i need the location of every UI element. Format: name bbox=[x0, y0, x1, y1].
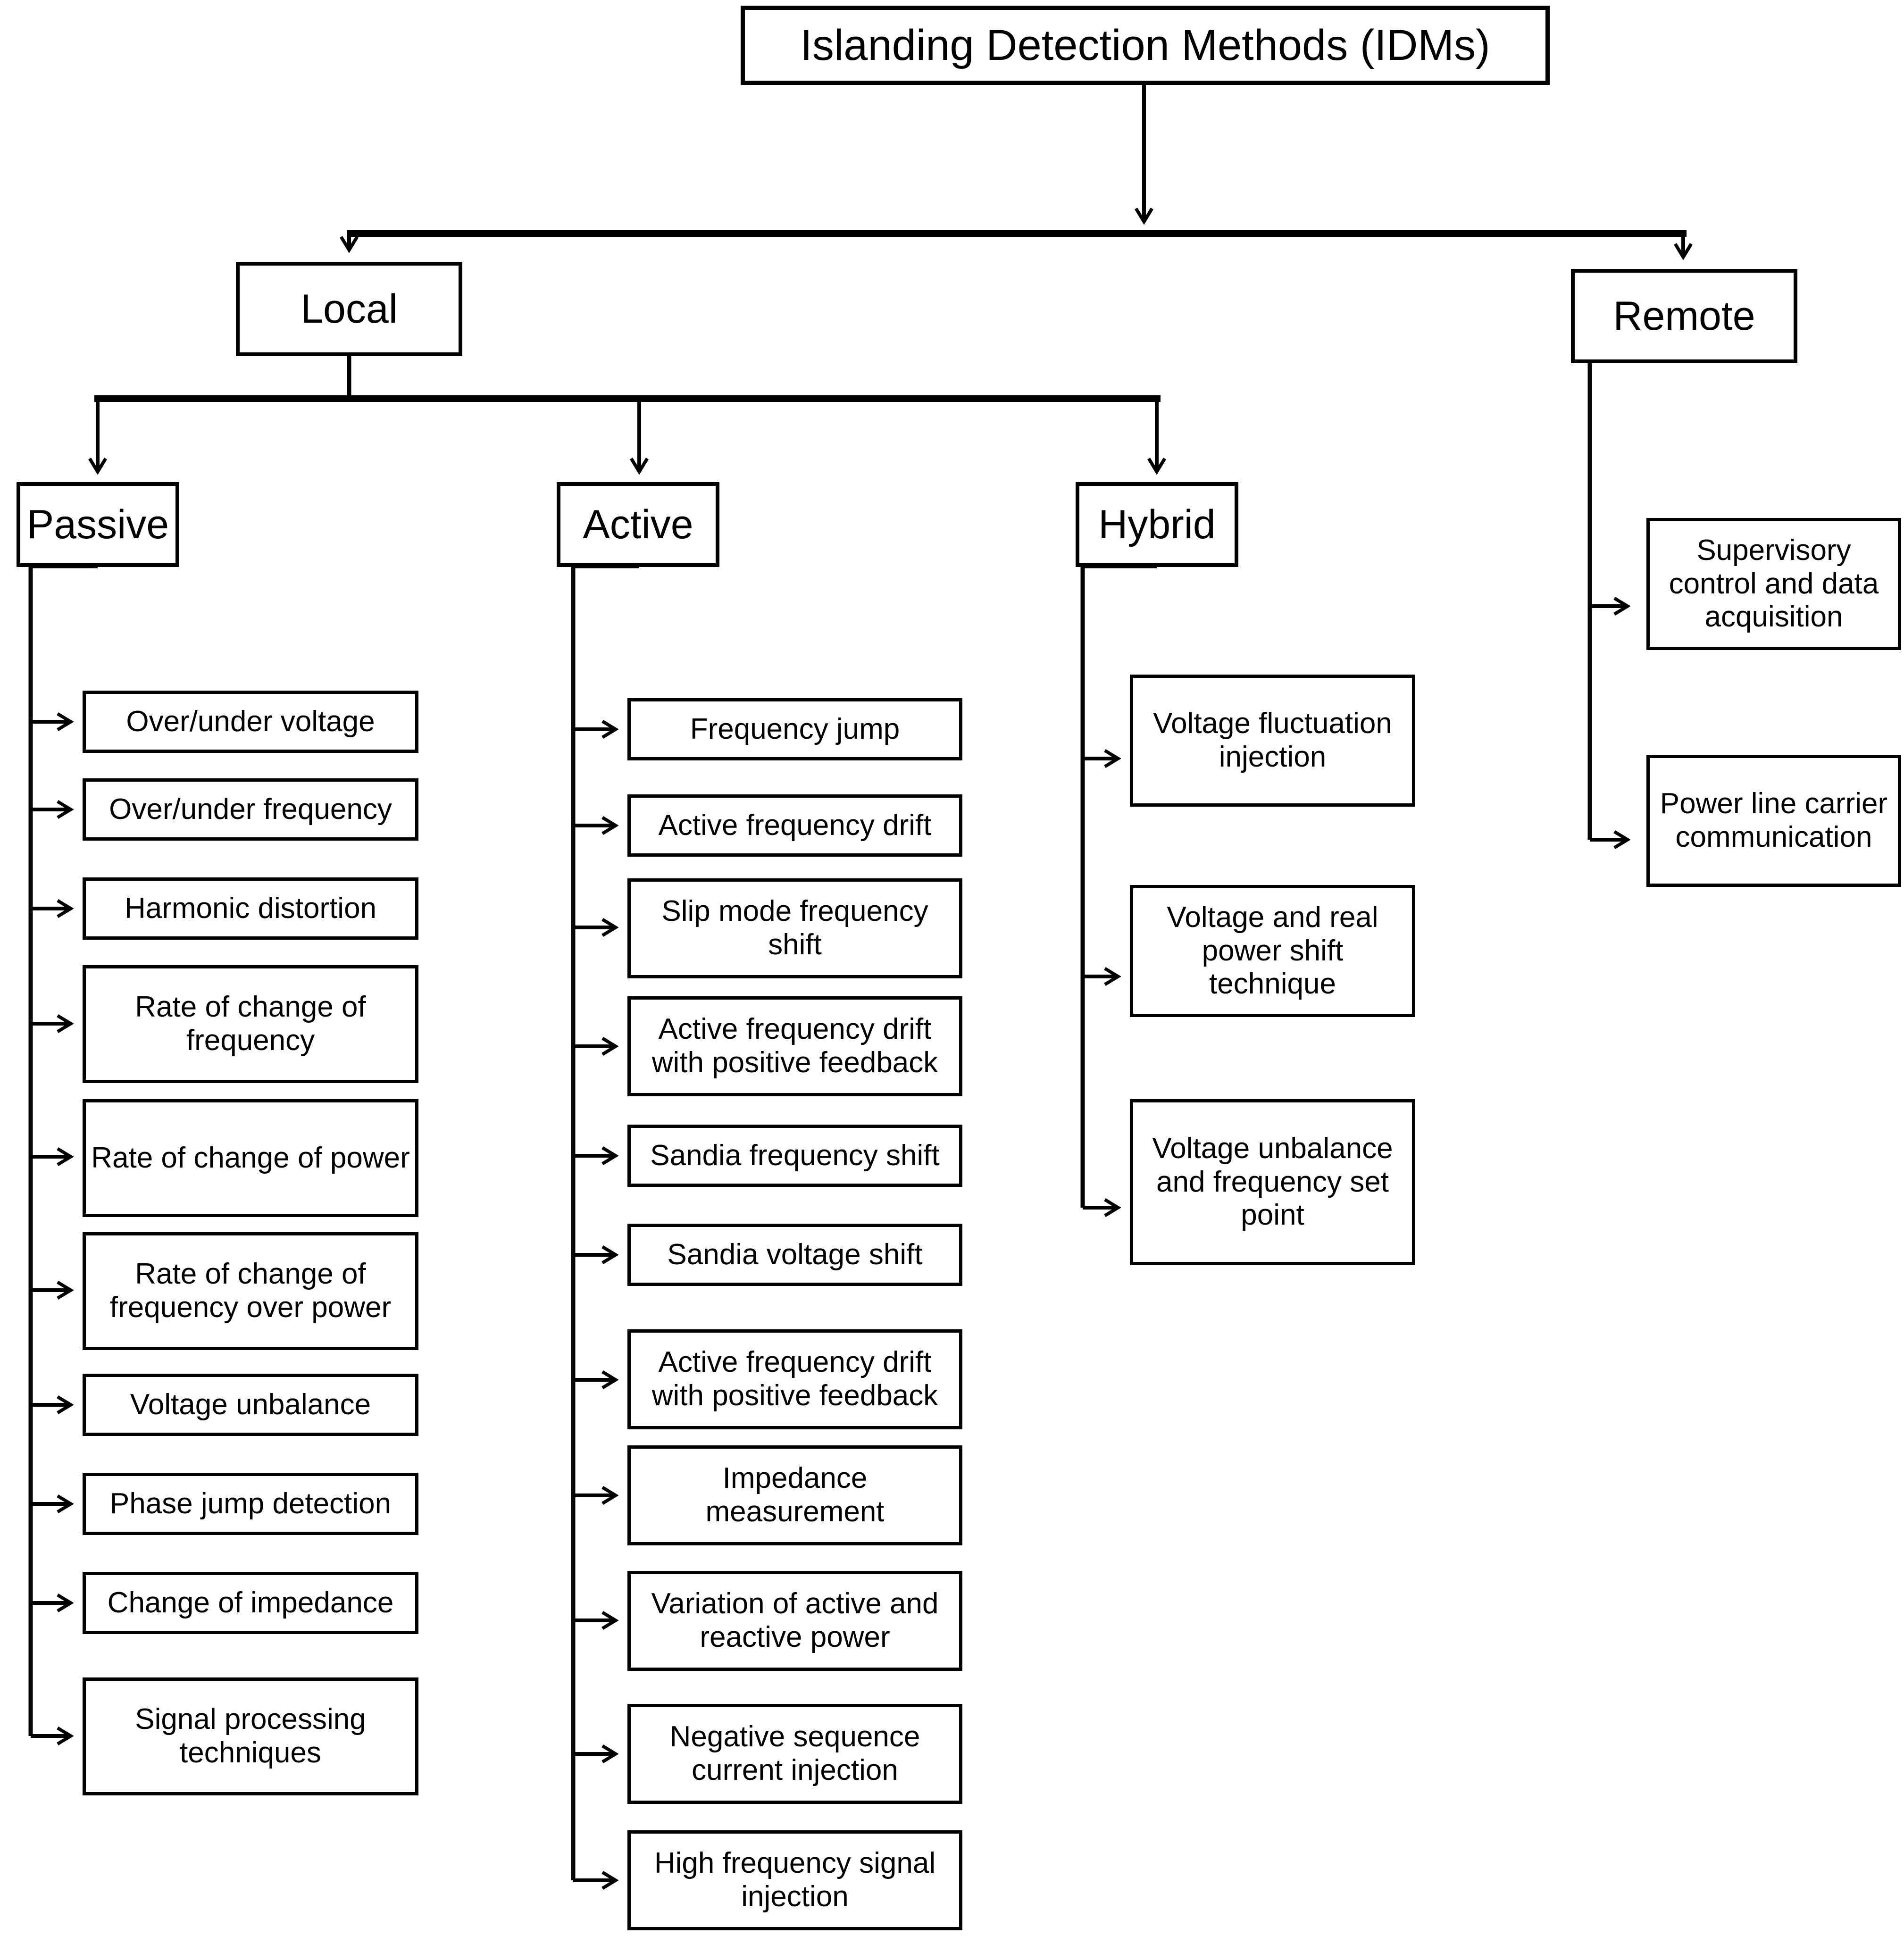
node-remote-method[interactable]: Power line carrier communication bbox=[1646, 755, 1901, 887]
node-local[interactable]: Local bbox=[236, 262, 462, 356]
node-local-label: Local bbox=[301, 286, 398, 332]
node-remote[interactable]: Remote bbox=[1571, 269, 1797, 363]
node-passive-method-label: Harmonic distortion bbox=[124, 892, 377, 925]
node-passive-method-label: Rate of change of frequency over power bbox=[109, 1258, 392, 1324]
node-passive-method-label: Rate of change of frequency bbox=[135, 991, 366, 1057]
node-hybrid-method-label: Voltage unbalance and frequency set poin… bbox=[1152, 1132, 1393, 1232]
node-active-method[interactable]: Active frequency drift with positive fee… bbox=[627, 1329, 962, 1429]
node-passive-method[interactable]: Signal processing techniques bbox=[83, 1677, 418, 1795]
node-passive-method[interactable]: Rate of change of power bbox=[83, 1099, 418, 1217]
node-remote-method-label: Power line carrier communication bbox=[1660, 787, 1888, 853]
node-passive-method[interactable]: Rate of change of frequency bbox=[83, 965, 418, 1083]
node-active-method-label: Negative sequence current injection bbox=[669, 1720, 920, 1786]
node-active[interactable]: Active bbox=[557, 482, 719, 567]
node-active-method-label: Impedance measurement bbox=[705, 1462, 885, 1528]
node-active-method-label: Sandia frequency shift bbox=[650, 1139, 940, 1172]
node-passive-method[interactable]: Change of impedance bbox=[83, 1572, 418, 1634]
node-passive-method-label: Over/under voltage bbox=[126, 705, 375, 738]
node-remote-method[interactable]: Supervisory control and data acquisition bbox=[1646, 518, 1901, 650]
node-active-method[interactable]: Slip mode frequency shift bbox=[627, 878, 962, 978]
node-active-method-label: Slip mode frequency shift bbox=[661, 895, 928, 961]
node-hybrid-method-label: Voltage and real power shift technique bbox=[1167, 901, 1378, 1001]
node-hybrid-label: Hybrid bbox=[1098, 501, 1216, 547]
node-passive-method-label: Signal processing techniques bbox=[135, 1703, 366, 1769]
node-passive-method-label: Rate of change of power bbox=[91, 1141, 410, 1174]
node-active-method[interactable]: Sandia voltage shift bbox=[627, 1224, 962, 1286]
node-passive-method[interactable]: Over/under voltage bbox=[83, 691, 418, 753]
node-passive-label: Passive bbox=[26, 501, 169, 547]
node-active-method-label: Active frequency drift bbox=[658, 809, 932, 842]
node-passive-method-label: Over/under frequency bbox=[109, 793, 392, 826]
node-passive-method[interactable]: Harmonic distortion bbox=[83, 877, 418, 940]
node-passive[interactable]: Passive bbox=[17, 482, 179, 567]
node-active-method[interactable]: High frequency signal injection bbox=[627, 1830, 962, 1930]
node-active-method[interactable]: Frequency jump bbox=[627, 698, 962, 760]
node-active-label: Active bbox=[583, 501, 693, 547]
node-passive-method[interactable]: Over/under frequency bbox=[83, 778, 418, 841]
node-passive-method-label: Change of impedance bbox=[107, 1586, 394, 1619]
node-active-method-label: Sandia voltage shift bbox=[667, 1238, 923, 1271]
node-active-method[interactable]: Sandia frequency shift bbox=[627, 1125, 962, 1187]
node-passive-method-label: Phase jump detection bbox=[109, 1487, 392, 1520]
node-passive-method[interactable]: Voltage unbalance bbox=[83, 1374, 418, 1436]
node-active-method-label: Active frequency drift with positive fee… bbox=[651, 1346, 938, 1412]
node-active-method[interactable]: Active frequency drift bbox=[627, 794, 962, 857]
node-passive-method[interactable]: Phase jump detection bbox=[83, 1473, 418, 1535]
node-hybrid[interactable]: Hybrid bbox=[1076, 482, 1238, 567]
node-remote-label: Remote bbox=[1613, 293, 1755, 339]
node-passive-method-label: Voltage unbalance bbox=[130, 1388, 371, 1421]
node-active-method[interactable]: Negative sequence current injection bbox=[627, 1704, 962, 1804]
node-active-method[interactable]: Impedance measurement bbox=[627, 1445, 962, 1545]
node-active-method-label: Variation of active and reactive power bbox=[651, 1587, 939, 1653]
node-active-method-label: Frequency jump bbox=[690, 712, 900, 745]
node-active-method-label: Active frequency drift with positive fee… bbox=[651, 1013, 938, 1079]
node-passive-method[interactable]: Rate of change of frequency over power bbox=[83, 1232, 418, 1350]
node-hybrid-method[interactable]: Voltage and real power shift technique bbox=[1130, 885, 1415, 1017]
node-remote-method-label: Supervisory control and data acquisition bbox=[1669, 534, 1879, 634]
node-hybrid-method-label: Voltage fluctuation injection bbox=[1153, 707, 1392, 773]
node-active-method[interactable]: Variation of active and reactive power bbox=[627, 1571, 962, 1671]
node-active-method-label: High frequency signal injection bbox=[654, 1847, 936, 1913]
node-hybrid-method[interactable]: Voltage fluctuation injection bbox=[1130, 675, 1415, 807]
node-hybrid-method[interactable]: Voltage unbalance and frequency set poin… bbox=[1130, 1099, 1415, 1265]
node-root-label: Islanding Detection Methods (IDMs) bbox=[800, 21, 1490, 69]
node-active-method[interactable]: Active frequency drift with positive fee… bbox=[627, 996, 962, 1096]
node-root[interactable]: Islanding Detection Methods (IDMs) bbox=[741, 6, 1550, 85]
